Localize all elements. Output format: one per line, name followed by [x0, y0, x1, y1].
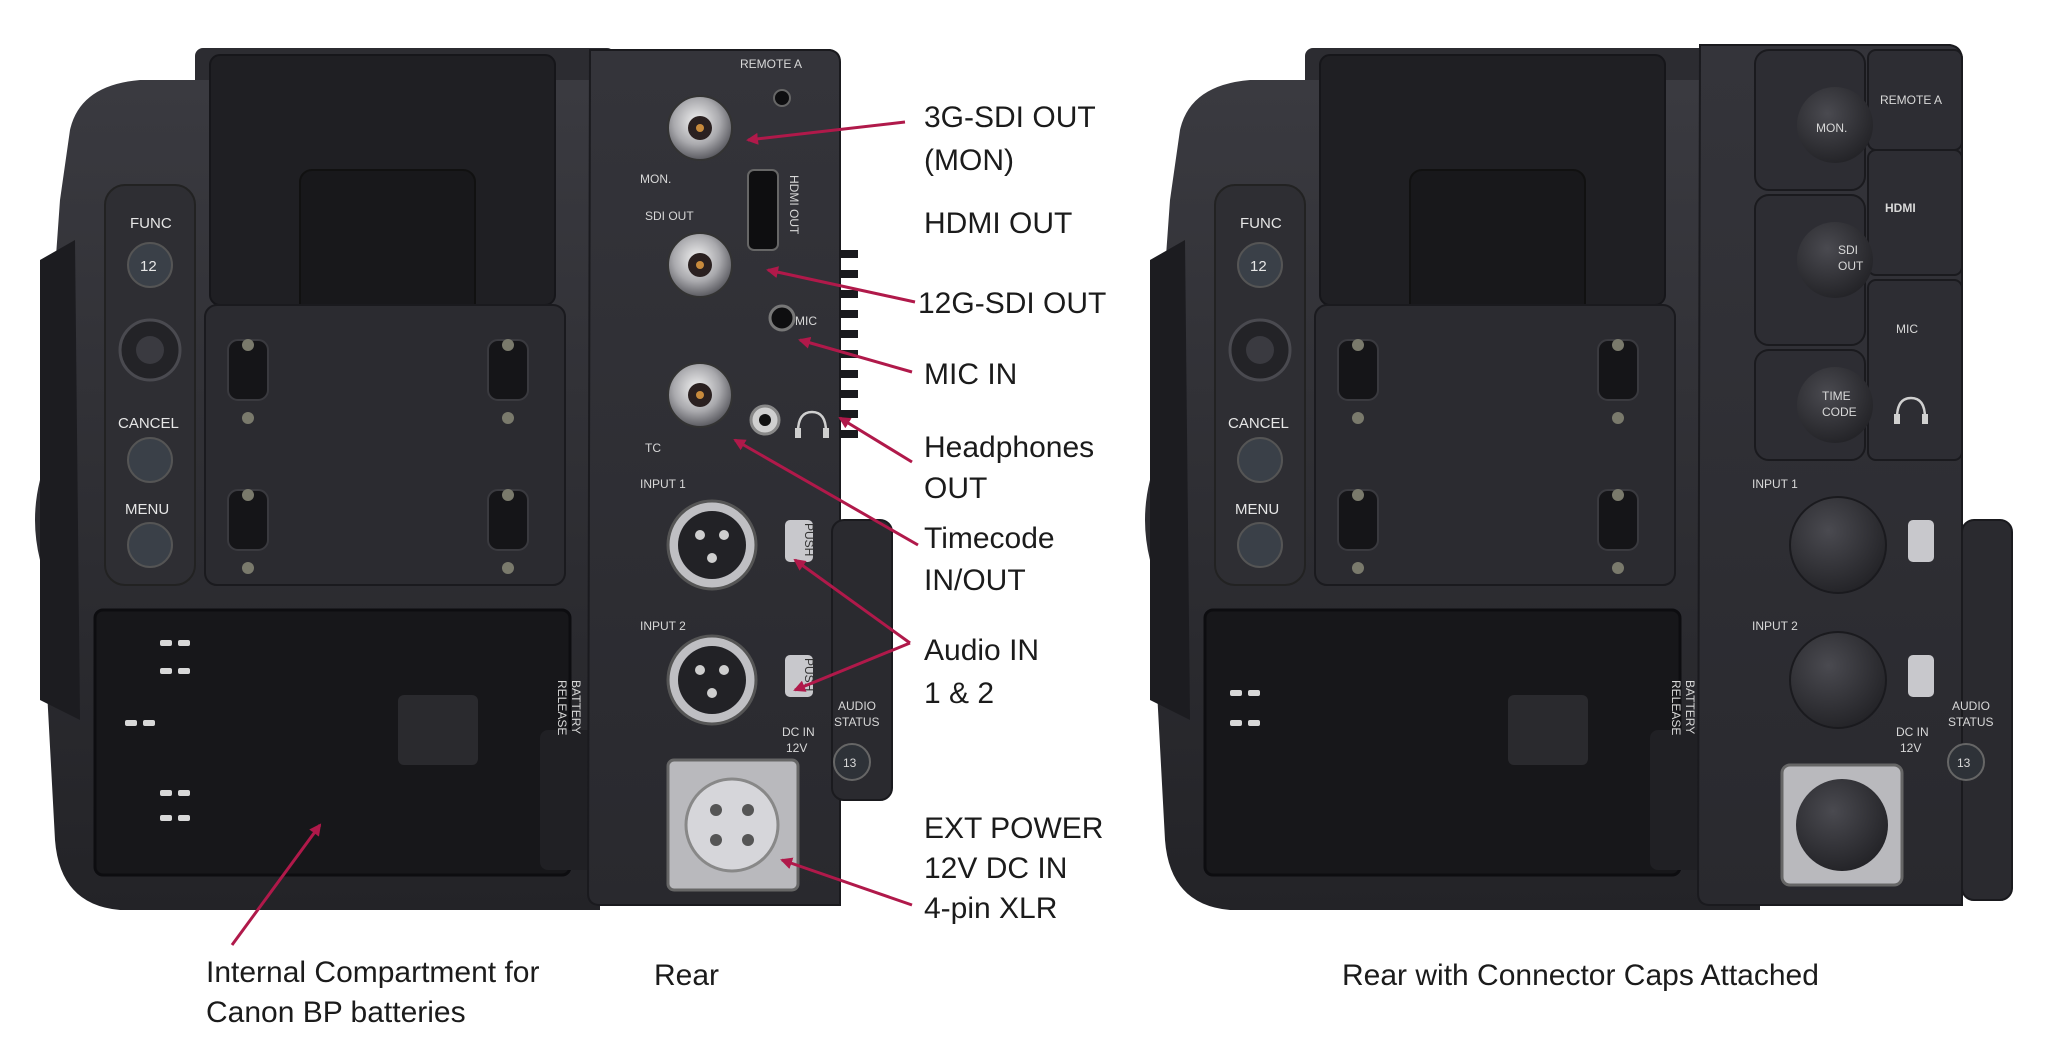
- out-cap-label: OUT: [1838, 259, 1864, 273]
- mon-label: MON.: [640, 172, 671, 186]
- battery-label: BATTERY: [569, 680, 583, 734]
- callout-headphones: Headphones: [924, 431, 1094, 464]
- dc-in-label: DC IN: [782, 725, 815, 739]
- callout-headphones-out: OUT: [924, 472, 987, 505]
- callout-timecode-io: IN/OUT: [924, 564, 1026, 597]
- func-button-2[interactable]: [1237, 242, 1283, 288]
- sdi-out-label: SDI OUT: [645, 209, 694, 223]
- callout-audio-12: 1 & 2: [924, 677, 994, 710]
- callout-3g-sdi-mon: (MON): [924, 144, 1014, 177]
- input1-cap[interactable]: [1789, 496, 1887, 594]
- input2-label: INPUT 2: [640, 619, 686, 633]
- hdmi-out-label: HDMI OUT: [787, 175, 801, 235]
- audio-label: AUDIO: [838, 699, 876, 713]
- callout-4pin-xlr: 4-pin XLR: [924, 892, 1057, 925]
- callout-3g-sdi: 3G-SDI OUT: [924, 101, 1096, 134]
- callout-audio: Audio IN: [924, 634, 1039, 667]
- push-tab-1[interactable]: [785, 520, 813, 562]
- remote-a-label-2: REMOTE A: [1880, 93, 1942, 107]
- callout-battery: Internal Compartment for: [206, 956, 539, 989]
- status-number-2: 13: [1957, 756, 1971, 770]
- status-number: 13: [843, 756, 857, 770]
- callout-12g-sdi: 12G-SDI OUT: [918, 287, 1106, 320]
- release-label-2: RELEASE: [1669, 680, 1683, 735]
- callout-mic: MIC IN: [924, 358, 1017, 391]
- camera-rear: BATTERY RELEASE FUNC 12 CANCEL MENU REMO…: [35, 48, 893, 910]
- func-button[interactable]: [127, 242, 173, 288]
- menu-label-2: MENU: [1235, 501, 1279, 518]
- input2-cap[interactable]: [1789, 631, 1887, 729]
- callout-ext-power: EXT POWER: [924, 812, 1103, 845]
- status-label: STATUS: [834, 715, 880, 729]
- func-number-2: 12: [1250, 258, 1267, 275]
- callout-hdmi: HDMI OUT: [924, 207, 1072, 240]
- hdmi-logo-label: HDMI: [1885, 201, 1916, 215]
- callout-labels: 3G-SDI OUT (MON) HDMI OUT 12G-SDI OUT MI…: [206, 101, 1106, 1029]
- cancel-label: CANCEL: [118, 415, 179, 432]
- mon-cap-label: MON.: [1816, 121, 1847, 135]
- caption-rear: Rear: [654, 959, 719, 992]
- func-label: FUNC: [130, 215, 172, 232]
- menu-button[interactable]: [127, 522, 173, 568]
- headphones-icon: [796, 410, 828, 433]
- headphones-icon-2: [1895, 396, 1927, 419]
- audio-label-2: AUDIO: [1952, 699, 1990, 713]
- input1-label: INPUT 1: [640, 477, 686, 491]
- mon-cap[interactable]: [1797, 87, 1873, 163]
- func-number: 12: [140, 258, 157, 275]
- audio-status-button-2[interactable]: [1947, 743, 1985, 781]
- release-label: RELEASE: [555, 680, 569, 735]
- hdmi-port[interactable]: [747, 169, 779, 251]
- remote-a-label: REMOTE A: [740, 57, 802, 71]
- camera-rear-caps: BATTERY RELEASE FUNC 12 CANCEL MENU MON.…: [1145, 44, 2013, 910]
- cancel-button-2[interactable]: [1237, 437, 1283, 483]
- dc-v-label-2: 12V: [1900, 741, 1921, 755]
- menu-label: MENU: [125, 501, 169, 518]
- dc-v-label: 12V: [786, 741, 807, 755]
- status-label-2: STATUS: [1948, 715, 1994, 729]
- timecode-cap[interactable]: [1797, 367, 1873, 443]
- dc-in-label-2: DC IN: [1896, 725, 1929, 739]
- caption-rear-caps: Rear with Connector Caps Attached: [1342, 959, 1819, 992]
- menu-button-2[interactable]: [1237, 522, 1283, 568]
- callout-12v-dc: 12V DC IN: [924, 852, 1067, 885]
- audio-status-button[interactable]: [833, 743, 871, 781]
- input2-label-2: INPUT 2: [1752, 619, 1798, 633]
- callout-battery-bp: Canon BP batteries: [206, 996, 466, 1029]
- cancel-button[interactable]: [127, 437, 173, 483]
- cancel-label-2: CANCEL: [1228, 415, 1289, 432]
- sdi-out-cap[interactable]: [1797, 222, 1873, 298]
- tc-label: TC: [645, 441, 661, 455]
- mic-label: MIC: [795, 314, 817, 328]
- remote-a-port[interactable]: [773, 89, 791, 107]
- power-cap[interactable]: [1796, 779, 1888, 871]
- battery-label-2: BATTERY: [1683, 680, 1697, 734]
- func-label-2: FUNC: [1240, 215, 1282, 232]
- input1-label-2: INPUT 1: [1752, 477, 1798, 491]
- arrow-icon: [230, 120, 919, 946]
- sdi-cap-label: SDI: [1838, 243, 1858, 257]
- time-cap-label: TIME: [1822, 389, 1851, 403]
- callout-timecode: Timecode: [924, 522, 1055, 555]
- push-label-1: PUSH: [802, 523, 816, 556]
- mic-cap-label: MIC: [1896, 322, 1918, 336]
- code-cap-label: CODE: [1822, 405, 1857, 419]
- mic-jack[interactable]: [768, 304, 796, 332]
